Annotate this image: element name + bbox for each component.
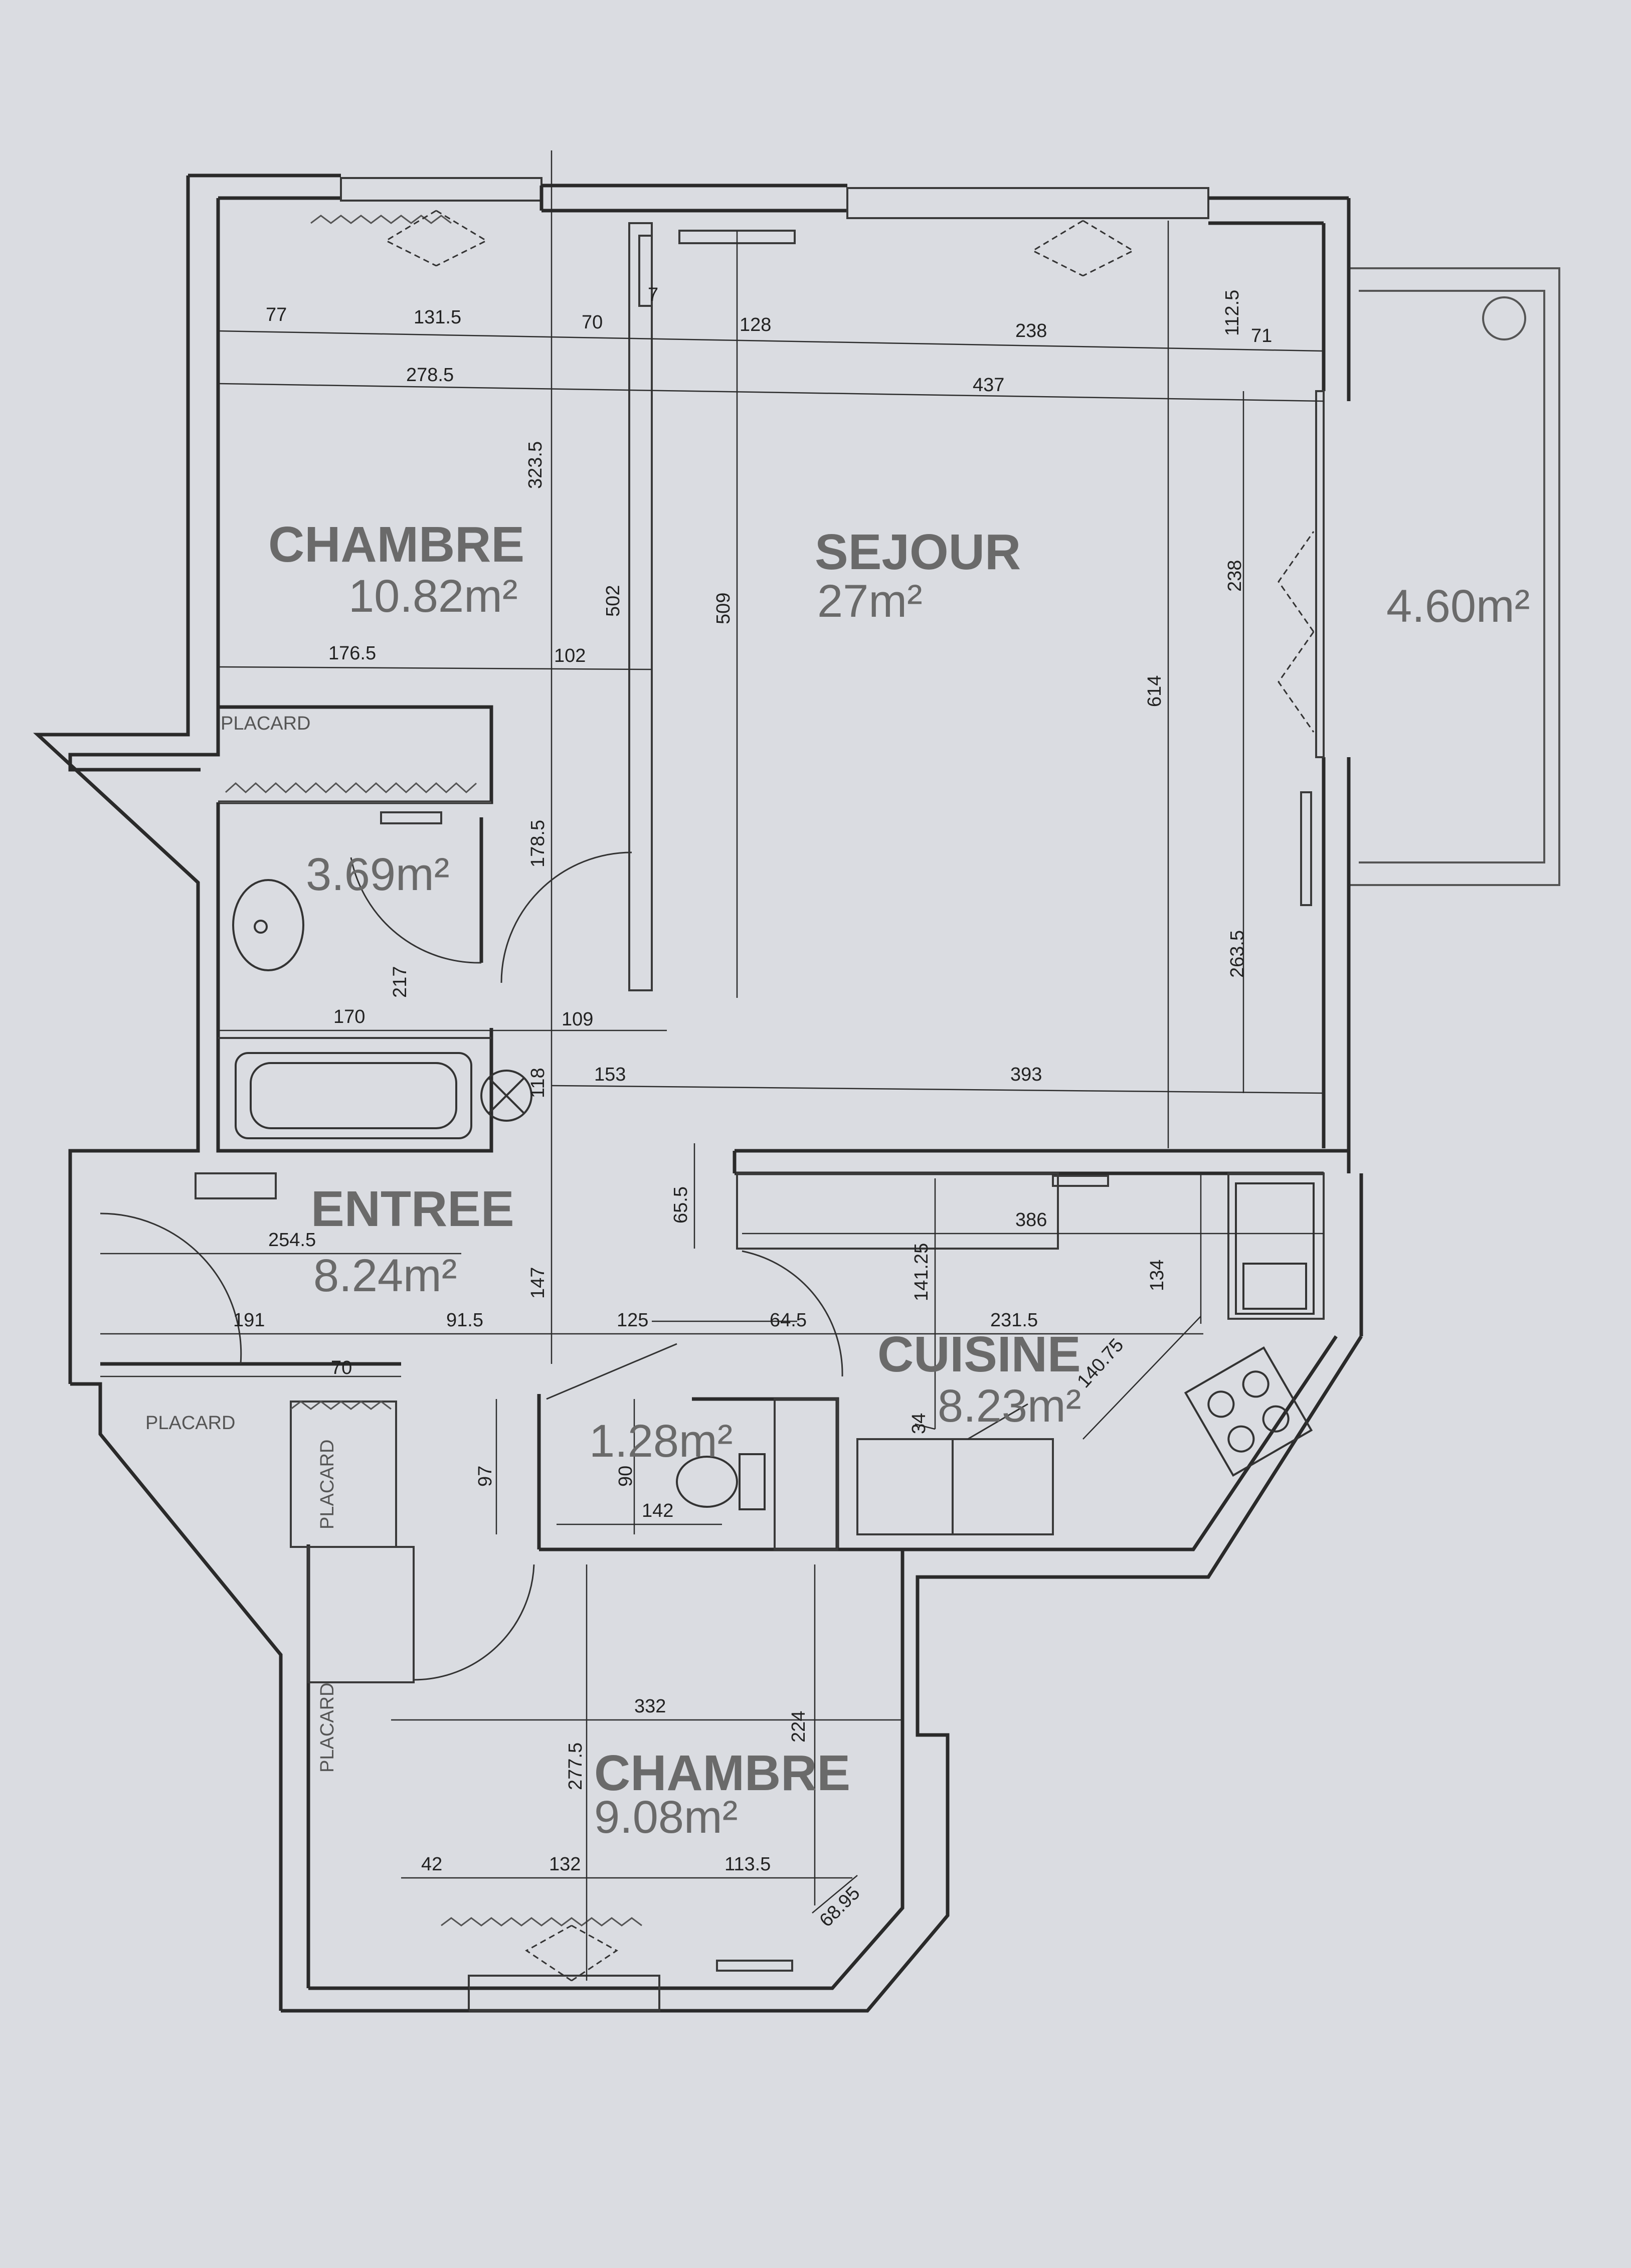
placard-label-3: PLACARD [317,1440,338,1530]
dimension-labels: 77 131.5 70 128 238 112.5 71 278.5 437 3… [233,284,1272,1931]
dim-509: 509 [713,593,734,624]
room-chambre-2-area: 9.08m² [594,1792,738,1843]
dim-323-5: 323.5 [525,441,546,489]
dim-224: 224 [788,1711,809,1742]
dim-386: 386 [1015,1209,1047,1231]
dim-231-5: 231.5 [990,1310,1038,1331]
fixtures [195,230,1315,1972]
dim-118: 118 [527,1068,549,1098]
dim-277-5: 277.5 [565,1742,586,1790]
dim-42: 42 [421,1854,442,1875]
window-swings [384,210,1315,1982]
dim-97: 97 [475,1466,496,1487]
room-sejour-name: SEJOUR [815,524,1021,580]
wall-hatches [225,215,642,1927]
placard-label-1: PLACARD [221,713,311,734]
dim-254-5: 254.5 [268,1230,316,1251]
dim-176-5: 176.5 [328,643,376,664]
dim-178-5: 178.5 [527,820,549,867]
dim-7: 7 [648,284,658,305]
room-chambre-1-area: 10.82m² [348,571,518,622]
toilet-icon [676,1456,738,1508]
dim-113-5: 113.5 [724,1854,771,1875]
dim-153: 153 [594,1064,626,1085]
room-chambre-1-name: CHAMBRE [268,516,524,573]
dim-132: 132 [549,1854,581,1875]
dim-125: 125 [617,1310,648,1331]
dim-217: 217 [390,966,411,998]
dim-437: 437 [973,375,1004,396]
dim-393: 393 [1010,1064,1042,1085]
dim-191: 191 [233,1310,265,1331]
dim-332: 332 [634,1696,666,1717]
bathtub-icon [235,1052,472,1139]
dim-91-5: 91.5 [446,1310,483,1331]
dim-70-top: 70 [582,312,603,333]
kitchen-sink-icon [1235,1182,1315,1315]
placard-label-4: PLACARD [317,1683,338,1773]
room-entree-name: ENTREE [311,1181,514,1237]
placard-labels: PLACARD PLACARD PLACARD PLACARD [145,713,338,1773]
interior-walls [100,222,1325,1683]
dim-102: 102 [554,645,586,666]
room-balcony-area: 4.60m² [1386,581,1530,632]
dim-614: 614 [1144,675,1165,707]
room-bathroom-area: 3.69m² [306,849,449,900]
sink-icon [232,879,304,971]
dim-34: 34 [909,1413,930,1434]
doors [100,851,1028,1681]
dim-263-5: 263.5 [1227,930,1248,978]
dim-109: 109 [562,1009,593,1030]
room-wc-area: 1.28m² [589,1416,733,1467]
dim-502: 502 [603,585,624,617]
dim-70-entree: 70 [331,1357,352,1378]
room-cuisine-name: CUISINE [877,1326,1081,1382]
dim-64-5: 64.5 [770,1310,807,1331]
dim-170: 170 [333,1006,365,1027]
room-labels: CHAMBRE 10.82m² SEJOUR 27m² 4.60m² 3.69m… [268,516,1530,1843]
stove-icon [1184,1346,1313,1477]
balcony [1349,267,1560,886]
dim-131-5: 131.5 [414,307,461,328]
dim-128: 128 [740,314,771,335]
dimension-lines [100,150,1324,1981]
dim-77: 77 [266,304,287,325]
dim-134: 134 [1147,1260,1168,1291]
dim-238-right: 238 [1224,560,1245,592]
room-cuisine-area: 8.23m² [938,1380,1081,1432]
placard-label-2: PLACARD [145,1413,236,1434]
dim-112-5: 112.5 [1222,290,1243,336]
dim-278-5: 278.5 [406,365,454,386]
dim-147: 147 [527,1267,549,1299]
dim-71: 71 [1251,325,1272,346]
room-entree-area: 8.24m² [313,1250,457,1301]
room-sejour-area: 27m² [817,576,923,627]
dim-142: 142 [642,1500,673,1521]
dim-65-5: 65.5 [670,1186,691,1224]
dim-90: 90 [615,1466,636,1487]
dim-238-top: 238 [1015,320,1047,341]
room-chambre-2-name: CHAMBRE [594,1745,850,1801]
dim-141-25: 141.25 [911,1243,932,1301]
